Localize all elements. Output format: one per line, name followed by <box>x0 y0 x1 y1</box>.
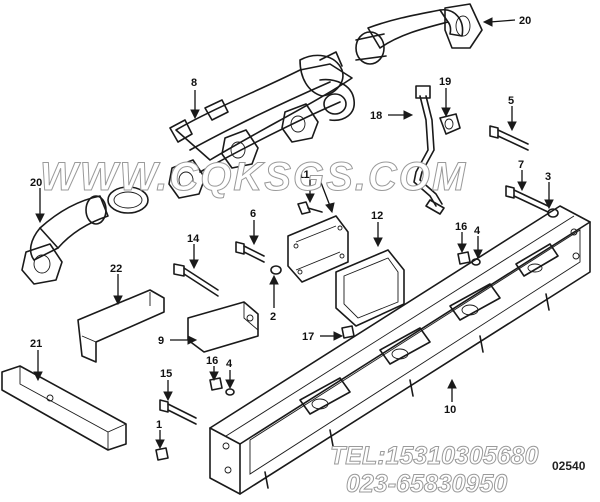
callout-16-left: 16 <box>206 355 218 367</box>
part-5-bolt <box>489 125 529 151</box>
callout-19: 19 <box>439 76 451 88</box>
callout-21: 21 <box>30 338 42 350</box>
leader-lines <box>33 17 554 450</box>
callout-15: 15 <box>160 368 172 380</box>
callout-7: 7 <box>518 159 524 171</box>
callout-16-right: 16 <box>455 221 467 233</box>
part-10-base-block <box>209 205 591 495</box>
callout-17: 17 <box>302 331 314 343</box>
callout-14: 14 <box>187 233 200 245</box>
part-16-nut-left <box>209 377 223 391</box>
watermark-site: WWW.CQKSGS.COM <box>40 155 467 199</box>
part-17-plug <box>341 325 355 339</box>
callout-4-left: 4 <box>226 358 233 370</box>
part-7-bolt <box>505 185 549 213</box>
callout-9: 9 <box>158 335 164 347</box>
part-15-bolt <box>159 399 197 425</box>
part-9-shield-plate <box>187 301 259 353</box>
manifold-gasket-ring <box>107 186 149 214</box>
figure-code: 02540 <box>552 459 586 473</box>
part-18-tube-assembly <box>413 85 445 215</box>
part-1-screw <box>155 447 169 461</box>
part-2-washer <box>270 265 282 275</box>
part-4-washer-left <box>225 388 235 396</box>
part-22-bracket <box>77 289 165 363</box>
callout-20-upper: 20 <box>519 15 531 27</box>
callout-10: 10 <box>444 404 456 416</box>
part-20-upper-elbow <box>355 3 483 65</box>
part-20-left-elbow <box>21 195 109 285</box>
callout-1: 1 <box>156 419 162 431</box>
callout-11: 11 <box>298 169 310 181</box>
callout-labels: 20 8 19 5 18 20 11 7 3 6 12 16 4 14 22 2… <box>30 15 551 431</box>
part-19-clamp <box>439 113 461 135</box>
callout-12: 12 <box>371 210 383 222</box>
callout-18: 18 <box>370 110 382 122</box>
callout-2: 2 <box>270 311 276 323</box>
callout-3: 3 <box>545 171 551 183</box>
part-21-heat-shield <box>1 365 127 451</box>
part-11-screw <box>297 201 323 215</box>
callout-5: 5 <box>508 95 514 107</box>
callout-22: 22 <box>110 263 122 275</box>
callout-8: 8 <box>191 77 197 89</box>
watermark-phone: 023-65830950 <box>346 470 507 498</box>
callout-20-left: 20 <box>30 177 42 189</box>
cover-plate <box>287 215 349 283</box>
part-12-gasket <box>335 249 405 327</box>
part-16-nut-right <box>457 251 471 265</box>
callout-4-right: 4 <box>474 225 481 237</box>
callout-6: 6 <box>250 208 256 220</box>
watermark-tel: TEL:15310305680 <box>330 442 539 470</box>
part-8-exhaust-manifold <box>168 51 355 199</box>
part-14-bolt <box>173 263 219 297</box>
part-6-bolt <box>235 241 265 263</box>
